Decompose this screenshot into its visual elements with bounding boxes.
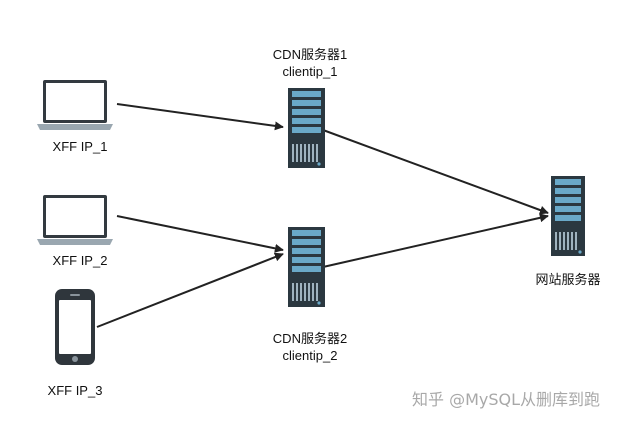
watermark: 知乎 @MySQL从删库到跑 <box>412 390 601 409</box>
cdn-server-2-name: CDN服务器2 <box>272 331 348 346</box>
server-icon <box>288 88 325 168</box>
client-label-xff-ip-3: XFF IP_3 <box>47 383 103 398</box>
connector-laptop2-cdn2 <box>116 215 284 253</box>
cdn-server-2-clientip: clientip_2 <box>282 348 338 363</box>
server-icon <box>288 227 325 307</box>
cdn-server-1-clientip: clientip_1 <box>282 64 338 79</box>
cdn-server-1-name: CDN服务器1 <box>272 47 348 62</box>
connector-laptop1-cdn1 <box>116 103 284 131</box>
laptop-icon <box>37 80 113 130</box>
server-icon <box>551 176 585 256</box>
laptop-icon <box>37 195 113 245</box>
connector-cdn2-web <box>322 213 549 268</box>
client-label-xff-ip-2: XFF IP_2 <box>52 253 108 268</box>
website-server-name: 网站服务器 <box>535 272 601 287</box>
phone-icon <box>55 289 95 365</box>
connector-phone-cdn2 <box>96 252 284 328</box>
client-label-xff-ip-1: XFF IP_1 <box>52 139 108 154</box>
connector-cdn1-web <box>322 129 549 215</box>
